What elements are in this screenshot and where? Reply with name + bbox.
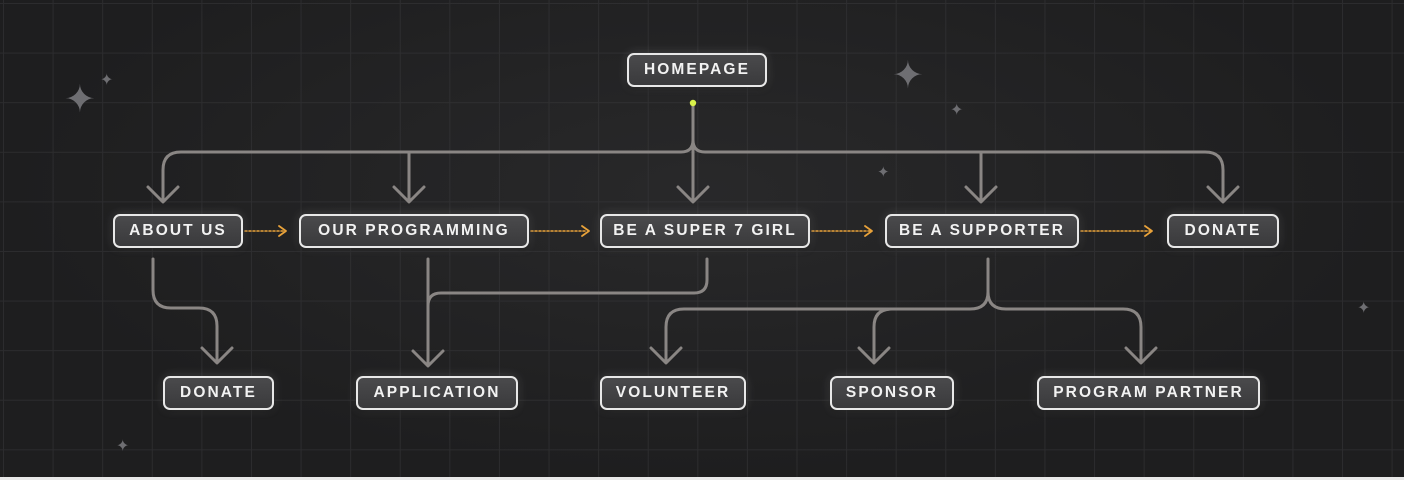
link-homepage-donate-top	[691, 138, 1225, 203]
link-homepage-about-us	[161, 101, 695, 203]
node-about-us[interactable]: ABOUT US	[113, 214, 243, 248]
link-be-a-supporter-sponsor	[872, 307, 894, 364]
arrowhead-icon	[1124, 346, 1158, 365]
node-sponsor[interactable]: SPONSOR	[830, 376, 954, 410]
node-program-partner[interactable]: PROGRAM PARTNER	[1037, 376, 1260, 410]
sparkle-icon: ✦	[1357, 298, 1371, 317]
arrowhead-icon	[581, 225, 590, 237]
arrowhead-icon	[200, 346, 234, 365]
arrowhead-icon	[864, 225, 873, 237]
arrowhead-icon	[1144, 225, 1153, 237]
sparkle-icon: ✦	[892, 53, 924, 97]
sparkle-icon: ✦	[116, 436, 130, 455]
node-be-a-super-7-girl[interactable]: BE A SUPER 7 GIRL	[600, 214, 810, 248]
bottom-divider	[0, 477, 1404, 480]
link-be-a-super-7-girl-application	[426, 257, 709, 308]
sparkle-icon: ✦	[100, 70, 114, 89]
sparkle-icon: ✦	[64, 77, 96, 121]
node-donate-top[interactable]: DONATE	[1167, 214, 1279, 248]
root-dot	[689, 99, 697, 107]
arrowhead-icon	[676, 185, 710, 204]
sparkle-icon: ✦	[950, 100, 964, 119]
node-our-programming[interactable]: OUR PROGRAMMING	[299, 214, 529, 248]
node-donate-bottom[interactable]: DONATE	[163, 376, 274, 410]
arrowhead-icon	[392, 185, 426, 204]
arrowhead-icon	[146, 185, 180, 204]
arrowhead-icon	[857, 346, 891, 365]
node-be-a-supporter[interactable]: BE A SUPPORTER	[885, 214, 1079, 248]
link-be-a-supporter-program-partner	[986, 290, 1143, 364]
arrowhead-icon	[411, 349, 445, 368]
link-be-a-supporter-volunteer	[664, 257, 990, 364]
node-application[interactable]: APPLICATION	[356, 376, 518, 410]
arrowhead-icon	[1206, 185, 1240, 204]
node-volunteer[interactable]: VOLUNTEER	[600, 376, 746, 410]
node-homepage[interactable]: HOMEPAGE	[627, 53, 767, 87]
arrowhead-icon	[278, 225, 287, 237]
arrowhead-icon	[964, 185, 998, 204]
sparkle-icon: ✦	[877, 163, 890, 181]
link-about-us-donate-bottom	[151, 257, 219, 364]
arrowhead-icon	[649, 346, 683, 365]
